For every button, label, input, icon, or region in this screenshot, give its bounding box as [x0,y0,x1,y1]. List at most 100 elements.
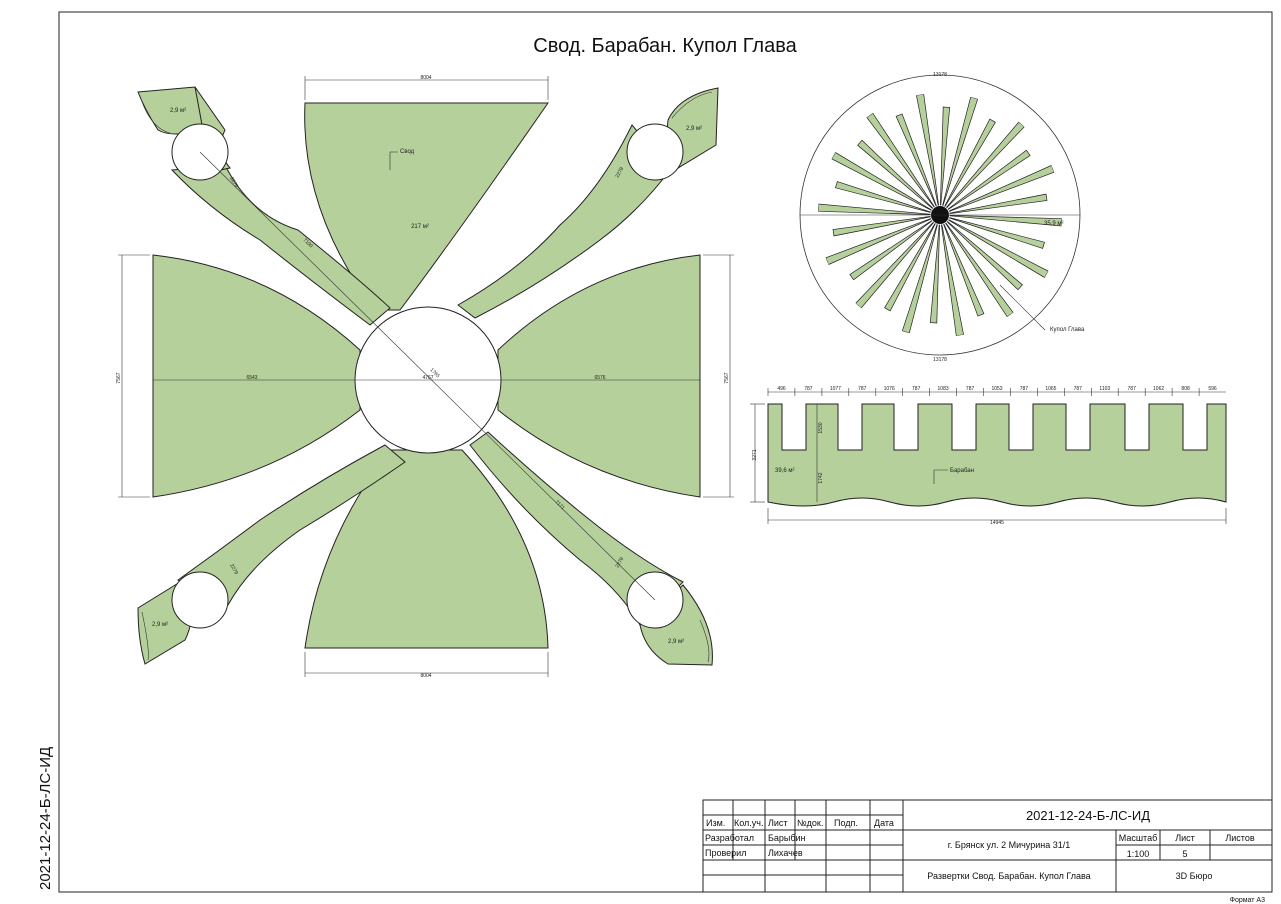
tb-header-izm: Изм. [706,818,725,828]
drum-segment-dim: 596 [1208,386,1217,392]
tb-description: Развертки Свод. Барабан. Купол Глава [927,871,1090,881]
drum-segment-dim: 787 [912,386,921,392]
vault-petal-lower-right [639,584,713,666]
dome-gore [835,181,931,213]
dome-gore [884,223,936,312]
tb-address: г. Брянск ул. 2 Мичурина 31/1 [948,840,1070,850]
dome-gore [915,93,939,206]
vault-petal-area-ll: 2,9 м² [152,622,168,628]
drum-development: 496 787 1077 787 1076 787 1083 787 1053 787 1065 78… [750,386,1227,526]
dome-gore [901,224,938,334]
drum-segment-dim: 1065 [1045,386,1056,392]
vault-dim-strip-ul: 2279 [228,176,239,189]
dome-gore [949,217,1045,249]
dome-gore [866,112,935,208]
dome-gore [947,149,1031,210]
vault-area: 217 м² [411,224,429,230]
dome-gore [948,219,1049,279]
drum-dim-notch: 1530 [818,422,824,433]
side-code: 2021-12-24-Б-ЛС-ИД [37,747,54,890]
vault-dim-left: 7567 [116,372,122,383]
dome-gore [948,164,1055,212]
dome-gore [949,193,1048,214]
vault-label: Свод [400,149,415,155]
vault-development: 8004 8004 7567 7567 4767 6543 6576 7100 … [116,75,734,679]
dome-gore [945,222,1014,318]
tb-header-koluch: Кол.уч. [734,818,764,828]
vault-petal-area-ur: 2,9 м² [686,126,702,132]
vault-dim-left-span: 6543 [246,375,257,381]
drum-segment-dim: 1103 [1099,386,1110,392]
drum-segment-dim: 787 [1074,386,1083,392]
vault-dim-top: 8004 [420,75,431,81]
tb-scale-value: 1:100 [1127,849,1150,859]
dome-gore [857,139,934,210]
tb-header-ndok: №док. [797,818,823,828]
dome-gore [818,203,931,215]
tb-header-list: Лист [768,818,788,828]
drum-dim-height: 3271 [752,449,758,460]
dome-gore [944,118,996,207]
drum-segment-dim: 808 [1181,386,1190,392]
dome-area: 35,9 м² [1044,221,1063,227]
vault-dim-bottom: 8004 [420,673,431,679]
tb-name-checker: Лихачев [768,848,803,858]
format-label: Формат А3 [1230,897,1265,904]
dome-gore [832,216,931,237]
dome-gore [825,218,932,266]
title-block: Изм. Кол.уч. Лист №док. Подп. Дата Разра… [702,799,1273,893]
dome-gore [849,220,933,281]
dome-gore [942,96,979,206]
tb-sheets-label: Листов [1225,833,1254,843]
drum-body [767,403,1227,507]
drum-dim-base: 1742 [818,472,824,483]
tb-company: 3D Бюро [1176,871,1213,881]
tb-role-developer: Разработал [705,833,754,843]
dome-gore [940,106,951,206]
dome-gore [831,151,932,211]
tb-role-checker: Проверил [705,848,746,858]
vault-left-fan [152,254,361,498]
vault-dim-right: 7567 [724,372,730,383]
sheet-frame [58,11,1273,893]
dome-label: Купол Глава [1050,327,1085,333]
vault-petal-area-lr: 2,9 м² [668,639,684,645]
vault-strip-upper-right [457,124,671,319]
dome-gore [895,113,937,207]
vault-right-fan [497,254,701,498]
tb-name-developer: Барыбин [768,833,806,843]
dome-gore [929,224,940,324]
tb-header-podp: Подп. [834,818,858,828]
vault-petal-area-ul: 2,9 м² [170,108,186,114]
drum-segment-dim: 787 [966,386,975,392]
drum-label: Барабан [950,468,974,474]
vault-dim-strip-lr: 2279 [615,556,626,569]
sheet-title: Свод. Барабан. Купол Глава [533,35,797,57]
drum-segment-dim: 1053 [991,386,1002,392]
dome-gore [949,215,1062,227]
drum-segment-dim: 787 [1128,386,1137,392]
vault-top-wedge [304,102,549,311]
dome-dim-bottom: 13178 [933,357,947,363]
dome-dim-top: 13178 [933,72,947,78]
drum-area: 39,6 м² [775,468,794,474]
tb-sheet-value: 5 [1182,849,1187,859]
drum-segment-dim: 1077 [830,386,841,392]
drum-segment-dim: 1076 [884,386,895,392]
vault-dim-right-span: 6576 [594,375,605,381]
drum-segment-dim: 496 [777,386,786,392]
dome-gore [946,220,1023,291]
drum-segment-dim: 787 [1020,386,1029,392]
vault-dim-strip-ur: 2279 [615,166,626,179]
tb-header-data: Дата [874,818,894,828]
vault-strip-lower-right [469,431,684,626]
drum-segment-dim: 1083 [938,386,949,392]
dome-development: 13178 13178 35,9 м² Купол Глава [799,72,1085,363]
dome-gore [943,223,985,317]
drum-segment-dim: 787 [858,386,867,392]
tb-sheet-label: Лист [1175,833,1195,843]
vault-bottom-wedge [304,449,549,649]
drum-segment-dim: 787 [804,386,813,392]
tb-code: 2021-12-24-Б-ЛС-ИД [1026,808,1150,823]
